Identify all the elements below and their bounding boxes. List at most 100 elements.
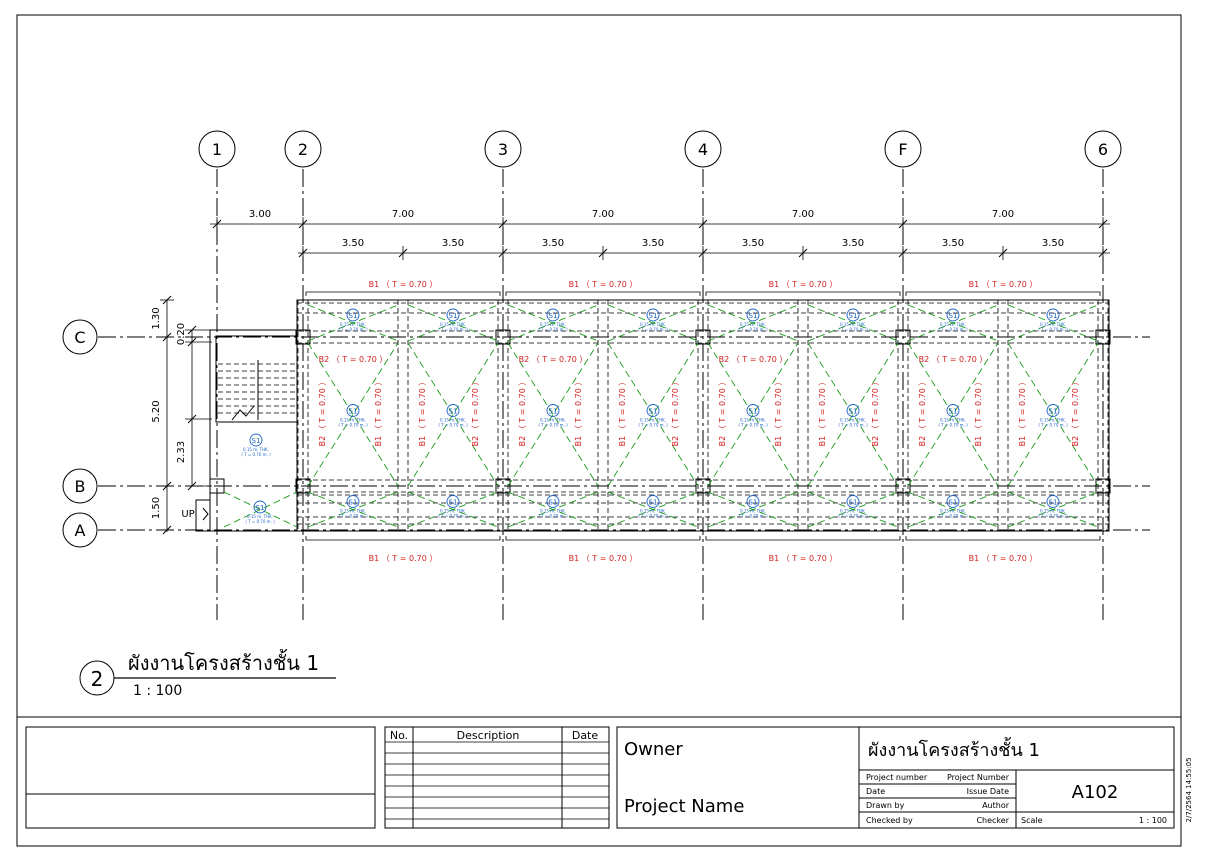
slab-note: 0.15 m. THK.: [940, 509, 966, 514]
dimension-text: 5.20: [151, 400, 162, 422]
slab-note: ( T = 0.70 m. ): [538, 327, 568, 332]
slab-note: ( T = 0.70 m. ): [245, 519, 275, 524]
slab-tag-bubble: [253, 500, 267, 514]
slab-span-line: [307, 491, 399, 528]
slab-span-line: [307, 342, 399, 487]
beam-label-b2-vertical: B2 （ T = 0.70 ）: [671, 378, 680, 447]
slab-span-line: [223, 491, 298, 528]
dimension-text: 7.00: [592, 209, 614, 220]
beam-label-b1-vertical: B1 （ T = 0.70 ）: [774, 378, 783, 447]
dimension-text: 3.50: [742, 238, 764, 249]
grid-label: 3: [498, 140, 508, 159]
slab-tag-bubble: [846, 308, 860, 322]
slab-tag-bubble: [446, 404, 460, 417]
dimension-text: 3.50: [342, 238, 364, 249]
slab-tag-bubble: [846, 495, 860, 508]
stair-break-line: [231, 405, 255, 421]
slab-span-line: [707, 342, 799, 487]
column: [895, 329, 911, 345]
beam-label-b2-vertical: B2 （ T = 0.70 ）: [718, 378, 727, 447]
slab-note: ( T = 0.70 m. ): [538, 514, 568, 519]
slab-note: 0.15 m. THK.: [247, 514, 273, 519]
slab-note: 0.15 m. THK.: [640, 509, 666, 514]
beam-label-b1-top: B1 （ T = 0.70 ）: [969, 280, 1038, 289]
beam-bracket-top: [905, 291, 1101, 296]
beam-label-b2: B2 （ T = 0.70 ）: [919, 355, 988, 364]
beam-label-b1-bottom: B1 （ T = 0.70 ）: [369, 554, 438, 563]
slab-note: ( T = 0.70 m. ): [938, 423, 968, 428]
slab-tag: S1: [252, 437, 261, 445]
beam-label-b1-bottom: B1 （ T = 0.70 ）: [769, 554, 838, 563]
sheet-number: A102: [1072, 782, 1119, 803]
slab-note: ( T = 0.70 m. ): [538, 423, 568, 428]
slab-tag-bubble: [546, 404, 560, 417]
slab-tag-bubble: [846, 404, 860, 417]
drawn-by-value: Author: [982, 801, 1010, 810]
slab-note: 0.15 m. THK.: [1040, 322, 1066, 327]
slab-tag-bubble: [546, 495, 560, 508]
slab-tag: S1: [749, 408, 758, 416]
up-label: UP: [181, 509, 194, 520]
print-timestamp: 2/7/2564 14:55:05: [1185, 757, 1193, 822]
slab-span-line: [407, 491, 499, 528]
slab-span-line: [307, 304, 399, 342]
stair-enclosure: [209, 329, 298, 532]
beam-label-b2-vertical: B2 （ T = 0.70 ）: [318, 378, 327, 447]
slab-note: ( T = 0.70 m. ): [738, 327, 768, 332]
slab-note: ( T = 0.70 m. ): [738, 514, 768, 519]
structural-framing: S10.15 m. THK.( T = 0.70 m. )S10.15 m. T…: [181, 280, 1111, 563]
slab-span-line: [407, 304, 499, 342]
slab-note: ( T = 0.70 m. ): [938, 327, 968, 332]
scale-value: 1 : 100: [1139, 816, 1167, 825]
slab-tag-bubble: [746, 404, 760, 417]
slab-tag: S1: [549, 312, 558, 320]
slab-tag-bubble: [346, 404, 360, 417]
beam-label-b1-top: B1 （ T = 0.70 ）: [769, 280, 838, 289]
grid-bubble-A: [62, 512, 98, 548]
column: [295, 478, 311, 494]
slab-note: ( T = 0.70 m. ): [638, 514, 668, 519]
slab-tag-bubble: [646, 495, 660, 508]
grid-label: 1: [212, 140, 222, 159]
slab-span-line: [1007, 491, 1099, 528]
column: [495, 329, 511, 345]
grid-label: A: [75, 521, 86, 540]
view-title-text: ผังงานโครงสร้างชั้น 1: [128, 649, 319, 675]
view-title: 2 ผังงานโครงสร้างชั้น 1 1 : 100: [79, 649, 336, 699]
slab-span-line: [223, 491, 298, 528]
column: [495, 478, 511, 494]
slab-tag-bubble: [546, 308, 560, 322]
slab-note: 0.15 m. THK.: [243, 447, 269, 452]
slab-note: ( T = 0.70 m. ): [938, 514, 968, 519]
slab-span-line: [807, 342, 899, 487]
sheet-border: [16, 14, 1182, 847]
slab-span-line: [707, 491, 799, 528]
beam-label-b2: B2 （ T = 0.70 ）: [519, 355, 588, 364]
revision-table: [384, 726, 610, 829]
sheet-title: ผังงานโครงสร้างชั้น 1: [868, 737, 1040, 761]
beam-label-b1-vertical: B1 （ T = 0.70 ）: [618, 378, 627, 447]
slab-tag: S1: [349, 408, 358, 416]
beam-label-b2-vertical: B2 （ T = 0.70 ）: [1071, 378, 1080, 447]
dimension-text: 3.50: [642, 238, 664, 249]
beam-bracket-bottom: [505, 536, 701, 541]
grid-lines: [98, 169, 1150, 620]
beam-label-b1-bottom: B1 （ T = 0.70 ）: [569, 554, 638, 563]
slab-note: 0.15 m. THK.: [340, 509, 366, 514]
slab-note: ( T = 0.70 m. ): [438, 327, 468, 332]
slab-tag-bubble: [746, 495, 760, 508]
grid-bubble-F: [884, 130, 922, 168]
beam-label-b1-bottom: B1 （ T = 0.70 ）: [969, 554, 1038, 563]
beam-bracket-bottom: [305, 536, 501, 541]
grid-label: F: [898, 140, 907, 159]
slab-span-line: [707, 304, 799, 342]
project-number-value: Project Number: [947, 773, 1010, 782]
checked-by-value: Checker: [976, 816, 1009, 825]
dimension-text: 1.30: [151, 307, 162, 329]
beam-label-b1-top: B1 （ T = 0.70 ）: [369, 280, 438, 289]
slab-note: ( T = 0.70 m. ): [838, 423, 868, 428]
slab-tag: S1: [349, 312, 358, 320]
slab-tag: S1: [849, 312, 858, 320]
slab-tag-bubble: [346, 495, 360, 508]
